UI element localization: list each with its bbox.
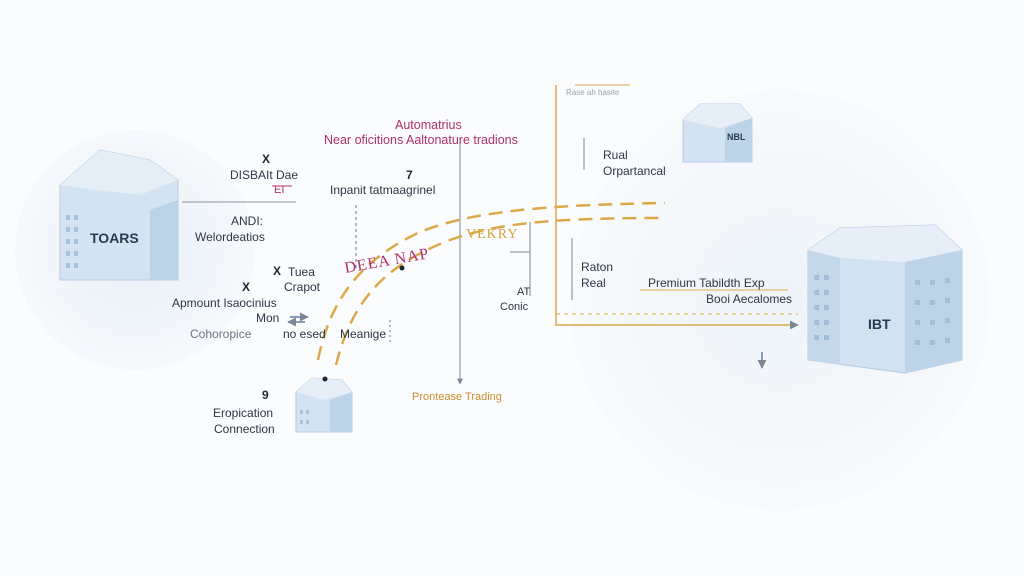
- label-vekry: VEKRY: [466, 227, 519, 242]
- label-real: Real: [581, 276, 606, 290]
- label-eropication: Eropication: [213, 406, 274, 420]
- label-booi: Booi Aecalomes: [706, 292, 793, 306]
- label-meanige: Meanige: [340, 327, 387, 341]
- gold-path-upper: [316, 201, 666, 361]
- gold-bracket-arrow: [555, 85, 799, 330]
- label-ei: EI: [274, 184, 285, 196]
- label-at: AT: [517, 286, 531, 298]
- node-dot: [399, 265, 405, 271]
- label-orpatancal: Orpartancal: [603, 164, 666, 178]
- label-prontease: Prontease Trading: [412, 391, 502, 403]
- label-welcome: Welordeatios: [195, 230, 265, 244]
- left-building-label: TOARS: [90, 230, 139, 246]
- x-marker-3: X: [242, 280, 251, 294]
- title-line-1: Automatrius: [395, 118, 462, 132]
- small-building-label: NBL: [727, 132, 746, 142]
- label-disbar: DISBAIt Dae: [230, 168, 299, 182]
- left-building-icon: [59, 149, 179, 281]
- gold-path-lower: [334, 216, 666, 366]
- label-andi: ANDI:: [231, 214, 264, 228]
- label-inpanit: Inpanit tatmaagrinel: [330, 183, 436, 197]
- x-marker-1: X: [262, 152, 271, 166]
- label-crapot: Crapot: [284, 280, 321, 294]
- label-rual: Rual: [603, 148, 628, 162]
- x-marker-2: X: [273, 264, 282, 278]
- question-marker-1: 7: [406, 168, 413, 182]
- node-dot-2: [322, 376, 328, 382]
- label-connection: Connection: [214, 422, 275, 436]
- small-building-icon: [682, 103, 753, 163]
- label-no-esed: no esed: [283, 327, 326, 341]
- label-premium: Premium Tabildth Exp: [648, 276, 765, 290]
- question-marker-2: 9: [262, 388, 269, 402]
- label-cohoro: Cohoropice: [190, 327, 252, 341]
- right-building-label: IBT: [868, 316, 891, 332]
- label-apmount: Apmount Isaocinius: [172, 296, 277, 310]
- right-halo: [570, 90, 990, 510]
- label-raton: Raton: [581, 260, 614, 274]
- label-conic: Conic: [500, 301, 529, 313]
- label-tuea: Tuea: [288, 265, 315, 279]
- label-mon: Mon: [256, 311, 280, 325]
- title-line-2: Near oficitions Aaltonature tradions: [324, 133, 518, 147]
- label-top-right-small: Rase ah hasite: [566, 88, 620, 97]
- bottom-building-icon: [295, 377, 353, 433]
- right-building-icon: [807, 224, 963, 374]
